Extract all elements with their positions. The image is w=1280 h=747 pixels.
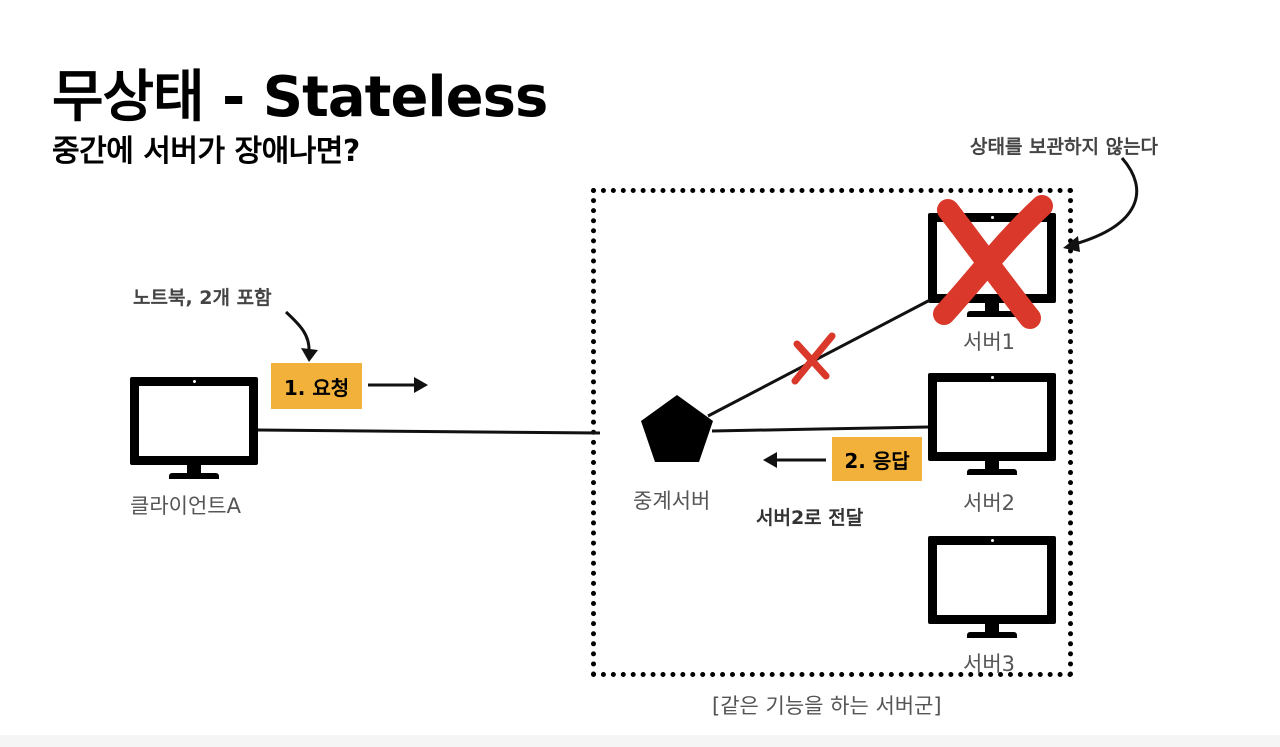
response-tag: 2. 응답 xyxy=(832,437,922,481)
server-note-arrow-icon xyxy=(1063,157,1139,252)
cluster-caption: [같은 기능을 하는 서버군] xyxy=(712,694,942,718)
server3-monitor-icon xyxy=(928,536,1056,640)
server1-failure-cross-icon xyxy=(933,195,1053,329)
relay-server-icon xyxy=(641,395,713,462)
client-monitor-icon xyxy=(130,377,258,481)
client-label: 클라이언트A xyxy=(130,494,241,518)
response-arrow-icon xyxy=(763,452,826,468)
broken-link-cross-icon xyxy=(791,332,836,385)
server1-label: 서버1 xyxy=(963,330,1016,354)
slide-subtitle: 중간에 서버가 장애나면? xyxy=(52,134,360,169)
request-arrow-icon xyxy=(368,377,428,393)
laptop-note-arrow-icon xyxy=(284,310,318,362)
relay-server2-line xyxy=(711,425,929,433)
relay-label: 중계서버 xyxy=(633,489,711,513)
request-tag: 1. 요청 xyxy=(271,363,362,409)
server2-label: 서버2 xyxy=(963,491,1016,515)
relay-server1-line xyxy=(707,298,931,418)
footer-bar xyxy=(0,735,1280,747)
client-relay-line xyxy=(257,428,601,435)
forward-note: 서버2로 전달 xyxy=(756,507,864,529)
server3-label: 서버3 xyxy=(963,652,1016,676)
server-note: 상태를 보관하지 않는다 xyxy=(970,136,1159,158)
laptop-note: 노트북, 2개 포함 xyxy=(133,287,272,309)
server2-monitor-icon xyxy=(928,373,1056,477)
slide-title: 무상태 - Stateless xyxy=(52,65,548,130)
